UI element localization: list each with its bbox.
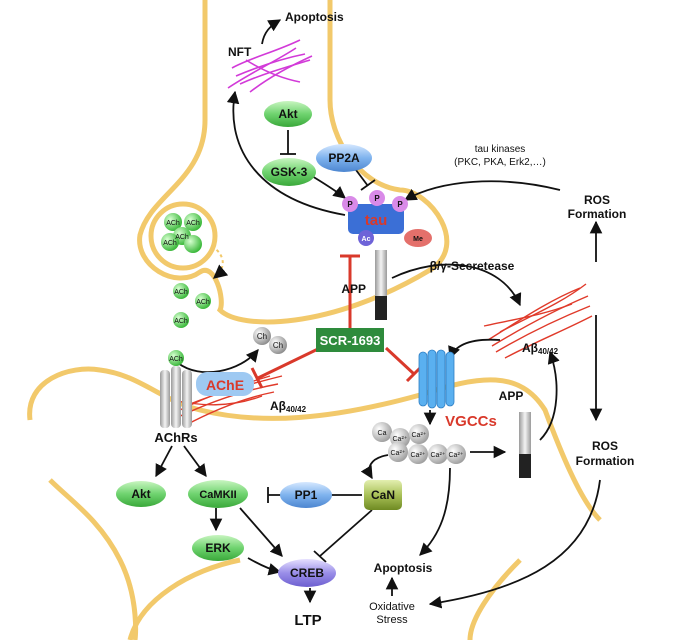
abeta-fibrils-right	[483, 283, 593, 359]
phospho-group-1: P	[342, 196, 358, 212]
svg-text:Ca²⁺: Ca²⁺	[411, 452, 426, 459]
vgccs-label: VGCCs	[445, 413, 497, 430]
ltp-label: LTP	[294, 612, 321, 629]
svg-text:Ch: Ch	[273, 341, 283, 350]
apoptosis-top-label: Apoptosis	[285, 10, 344, 24]
svg-text:tau: tau	[365, 212, 388, 229]
svg-text:Ch: Ch	[257, 332, 267, 341]
vesicle-ach-cluster: ACh ACh ACh ACh	[161, 213, 202, 253]
choline: Ch Ch	[253, 327, 287, 354]
abeta-left-label: Aβ40/42	[270, 399, 307, 414]
methyl-group: Me	[404, 229, 432, 247]
pp1-node: PP1	[280, 482, 332, 508]
svg-text:PP2A: PP2A	[328, 151, 360, 165]
svg-text:GSK-3: GSK-3	[271, 165, 308, 179]
gsk3-node: GSK-3	[262, 158, 316, 186]
app-top-protein	[375, 250, 387, 320]
svg-text:AChE: AChE	[206, 377, 244, 393]
oxidative-stress-label-2: Stress	[376, 614, 408, 626]
svg-text:ACh: ACh	[175, 234, 189, 241]
app-mid-protein	[519, 412, 531, 478]
svg-text:Akt: Akt	[278, 107, 297, 121]
can-node: CaN	[364, 480, 402, 510]
svg-text:Akt: Akt	[131, 487, 150, 501]
app-mid-label: APP	[499, 389, 524, 403]
svg-text:ACh: ACh	[163, 240, 177, 247]
svg-text:SCR-1693: SCR-1693	[320, 333, 381, 348]
exocytosis-arrow	[211, 245, 229, 279]
beta-gamma-secretase-label: β/γ-Secretease	[430, 259, 515, 273]
svg-text:ERK: ERK	[205, 541, 231, 555]
abeta-right-label: Aβ40/42	[522, 341, 559, 356]
ros-formation-top-label: ROS	[584, 193, 610, 207]
achrs-label: AChRs	[154, 430, 197, 445]
pathway-arrows	[155, 19, 603, 609]
svg-text:Ca²⁺: Ca²⁺	[431, 452, 446, 459]
acetyl-group: Ac	[358, 230, 374, 246]
achr-receptor	[160, 366, 192, 428]
pp2a-node: PP2A	[316, 144, 372, 172]
released-ach: ACh ACh ACh ACh	[168, 283, 211, 366]
calcium-ions: Ca Ca²⁺ Ca²⁺ Ca²⁺ Ca²⁺ Ca²⁺ Ca²⁺	[372, 422, 466, 464]
svg-text:CaMKII: CaMKII	[199, 489, 236, 501]
ache-enzyme: AChE	[196, 372, 254, 396]
svg-text:ACh: ACh	[174, 318, 188, 325]
svg-text:Me: Me	[413, 236, 423, 243]
svg-text:ACh: ACh	[166, 220, 180, 227]
svg-text:ACh: ACh	[174, 289, 188, 296]
postsynaptic-membrane	[27, 366, 602, 640]
vgcc-channel	[418, 349, 455, 409]
svg-text:Ca²⁺: Ca²⁺	[393, 436, 408, 443]
oxidative-stress-label: Oxidative	[369, 601, 415, 613]
ros-formation-bottom-label: ROS	[592, 439, 618, 453]
svg-text:ACh: ACh	[196, 299, 210, 306]
svg-text:Ca²⁺: Ca²⁺	[391, 450, 406, 457]
svg-text:P: P	[347, 200, 353, 209]
svg-text:Ac: Ac	[362, 236, 371, 243]
synaptic-vesicle	[148, 201, 218, 271]
ros-formation-bottom-label-2: Formation	[576, 454, 635, 468]
tau-kinases-label: tau kinases	[475, 144, 526, 155]
svg-text:ACh: ACh	[169, 356, 183, 363]
svg-text:CREB: CREB	[290, 566, 324, 580]
svg-text:P: P	[374, 194, 380, 203]
app-top-label: APP	[341, 282, 366, 296]
phospho-group-3: P	[392, 196, 408, 212]
scr-1693-drug: SCR-1693	[316, 328, 384, 352]
erk-node: ERK	[192, 535, 244, 561]
phospho-group-2: P	[369, 190, 385, 206]
nft-fibrils	[227, 39, 313, 93]
tau-complex: tau P P P Ac Me	[342, 190, 432, 247]
svg-text:P: P	[397, 200, 403, 209]
svg-text:CaN: CaN	[371, 488, 395, 502]
ros-formation-top-label-2: Formation	[568, 207, 627, 221]
svg-text:Ca: Ca	[378, 430, 387, 437]
svg-text:ACh: ACh	[186, 220, 200, 227]
apoptosis-bottom-label: Apoptosis	[374, 561, 433, 575]
camkii-node: CaMKII	[188, 480, 248, 508]
akt-bottom-node: Akt	[116, 481, 166, 507]
svg-text:PP1: PP1	[295, 488, 318, 502]
svg-text:Ca²⁺: Ca²⁺	[412, 432, 427, 439]
tau-kinases-list-label: (PKC, PKA, Erk2,…)	[454, 157, 546, 168]
creb-node: CREB	[278, 559, 336, 587]
presynaptic-membrane	[137, 0, 450, 325]
nft-label: NFT	[228, 45, 252, 59]
svg-text:Ca²⁺: Ca²⁺	[449, 452, 464, 459]
akt-top-node: Akt	[264, 101, 312, 127]
